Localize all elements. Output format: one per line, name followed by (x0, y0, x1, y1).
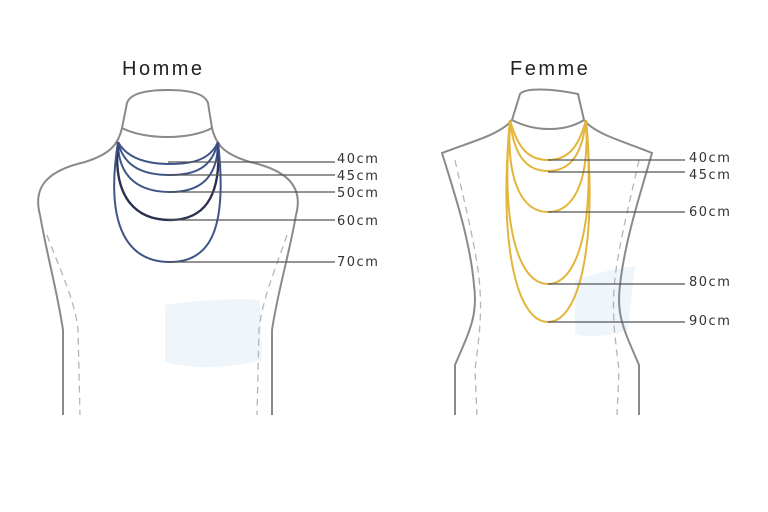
women-label-90: 90cm (689, 314, 731, 329)
women-torso-outline (440, 88, 654, 415)
men-label-50: 50cm (337, 186, 379, 201)
women-chain-90 (505, 119, 591, 324)
men-label-40: 40cm (337, 152, 379, 167)
women-seam-right (612, 159, 640, 416)
women-labels: 40cm 45cm 60cm 80cm 90cm (689, 151, 731, 329)
women-title: Femme (510, 58, 591, 80)
men-chains (113, 141, 222, 264)
men-label-70: 70cm (337, 255, 379, 270)
men-mannequin (37, 88, 299, 416)
men-seam-left (46, 234, 81, 416)
women-label-45: 45cm (689, 168, 731, 183)
women-seam-left (454, 159, 482, 416)
women-leader-lines (548, 159, 685, 323)
men-seam-right (256, 234, 288, 416)
women-label-40: 40cm (689, 151, 731, 166)
men-label-60: 60cm (337, 214, 379, 229)
women-label-60: 60cm (689, 205, 731, 220)
women-chains (505, 119, 591, 324)
men-label-45: 45cm (337, 169, 379, 184)
women-mannequin (440, 88, 654, 416)
men-torso-outline (37, 88, 299, 415)
women-highlight (575, 266, 635, 337)
men-neck-base (121, 127, 213, 138)
men-title: Homme (122, 58, 205, 80)
women-neck-base (511, 119, 585, 130)
women-label-80: 80cm (689, 275, 731, 290)
men-chain-40 (117, 141, 219, 166)
women-chain-40 (509, 119, 587, 162)
women-chain-60 (508, 119, 588, 214)
men-leader-lines (168, 161, 335, 263)
women-chain-45 (509, 119, 587, 173)
men-labels: 40cm 45cm 50cm 60cm 70cm (337, 152, 379, 270)
men-highlight (165, 299, 262, 368)
